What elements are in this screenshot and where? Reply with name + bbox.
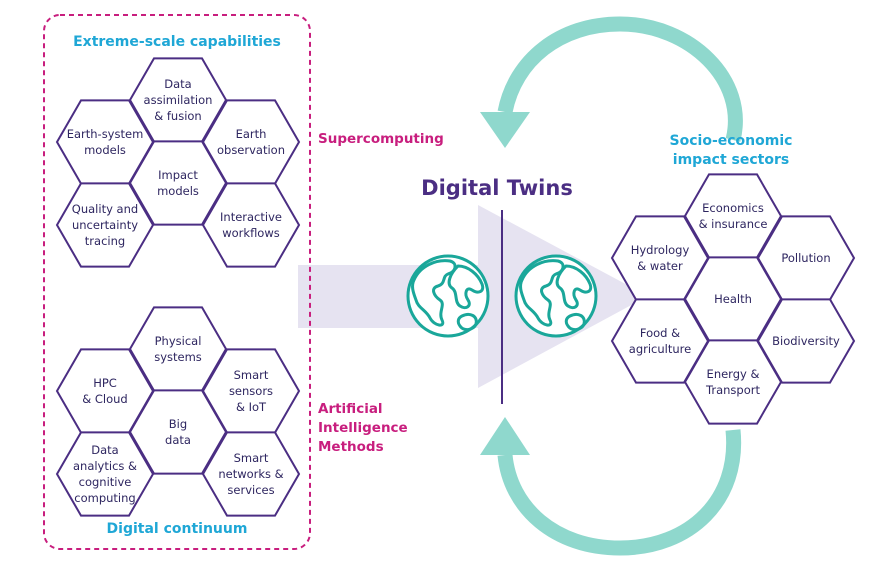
hex-label-line: Earth: [236, 127, 267, 141]
hex-label-line: Earth-system: [67, 127, 144, 141]
globe-icon: [406, 254, 490, 338]
hex-label-line: Food &: [640, 326, 680, 340]
right-group-title-line-2: impact sectors: [673, 152, 789, 168]
hex-shape: [201, 431, 301, 517]
hex-shape: [55, 431, 155, 517]
hex-label-line: & fusion: [154, 109, 201, 123]
supercomputing-label: Supercomputing: [318, 131, 444, 147]
hex-label-line: Transport: [705, 383, 760, 397]
hex-shape: [55, 182, 155, 268]
ai-methods-label-line-2: Intelligence: [318, 420, 408, 436]
hex-label-line: sensors: [229, 384, 273, 398]
hex-smart-sensors: Smart sensors & IoT: [201, 348, 301, 434]
hex-hydrology-water: Hydrology & water: [610, 215, 710, 301]
hex-smart-networks: Smart networks & services: [201, 431, 301, 517]
hex-label-line: Data: [164, 77, 191, 91]
hex-label-line: Energy &: [707, 367, 760, 381]
hex-label-line: & water: [637, 259, 683, 273]
hex-label-line: Health: [714, 292, 752, 306]
hex-economics-insurance: Economics & insurance: [683, 173, 783, 259]
hex-label-line: systems: [154, 350, 202, 364]
hex-shape: [683, 339, 783, 425]
hex-label-line: models: [157, 184, 199, 198]
hex-label-line: & insurance: [699, 217, 768, 231]
hex-label-line: uncertainty: [72, 218, 138, 232]
hex-quality-uncertainty: Quality and uncertainty tracing: [55, 182, 155, 268]
hex-label-line: Interactive: [220, 210, 282, 224]
hex-label-line: data: [165, 433, 191, 447]
hex-health: Health: [683, 256, 783, 342]
digital-twins-title: Digital Twins: [421, 176, 573, 200]
hex-label-line: cognitive: [79, 475, 132, 489]
hex-big-data: Big data: [128, 389, 228, 475]
hex-impact-models: Impact models: [128, 140, 228, 226]
hex-biodiversity: Biodiversity: [756, 298, 856, 384]
hex-label-line: models: [84, 143, 126, 157]
hex-label-line: observation: [217, 143, 285, 157]
hex-label-line: Hydrology: [631, 243, 690, 257]
hex-label-line: workflows: [222, 226, 280, 240]
hex-label-line: Physical: [155, 334, 202, 348]
hex-label-line: agriculture: [629, 342, 691, 356]
hex-label-line: Quality and: [72, 202, 138, 216]
hex-label-line: & Cloud: [82, 392, 127, 406]
hex-energy-transport: Energy & Transport: [683, 339, 783, 425]
hex-label-line: analytics &: [73, 459, 137, 473]
hex-physical-systems: Physical systems: [128, 306, 228, 392]
hex-label-line: computing: [74, 491, 135, 505]
hex-label-line: assimilation: [144, 93, 213, 107]
hex-label-line: Smart: [234, 451, 269, 465]
hex-shape: [128, 140, 228, 226]
hex-shape: [756, 298, 856, 384]
hex-label-line: HPC: [93, 376, 117, 390]
hex-shape: [128, 389, 228, 475]
hex-label-line: Impact: [158, 168, 198, 182]
hex-earth-observation: Earth observation: [201, 99, 301, 185]
right-group-title-line-1: Socio-economic: [670, 133, 793, 149]
hex-label-line: tracing: [85, 234, 125, 248]
hex-shape: [201, 182, 301, 268]
hex-data-analytics: Data analytics & cognitive computing: [55, 431, 155, 517]
hex-label-line: & IoT: [236, 400, 267, 414]
hex-label-line: Data: [91, 443, 118, 457]
hex-label-line: services: [227, 483, 274, 497]
hex-interactive-workflows: Interactive workflows: [201, 182, 301, 268]
hex-label-line: Smart: [234, 368, 269, 382]
hex-label-line: Big: [169, 417, 187, 431]
top-group-title: Extreme-scale capabilities: [73, 34, 281, 50]
ai-methods-label-line-1: Artificial: [318, 401, 383, 417]
hex-label-line: Pollution: [781, 251, 830, 265]
hex-label-line: Economics: [702, 201, 764, 215]
ai-methods-label-line-3: Methods: [318, 439, 384, 455]
bottom-group-title: Digital continuum: [107, 521, 248, 537]
top-cycle-arrow: [480, 16, 743, 148]
hex-label-line: networks &: [218, 467, 283, 481]
hex-food-agriculture: Food & agriculture: [610, 298, 710, 384]
globe-icon: [514, 254, 598, 338]
capabilities-frame: [43, 14, 311, 550]
hex-label-line: Biodiversity: [772, 334, 840, 348]
bottom-cycle-arrow: [480, 417, 742, 556]
